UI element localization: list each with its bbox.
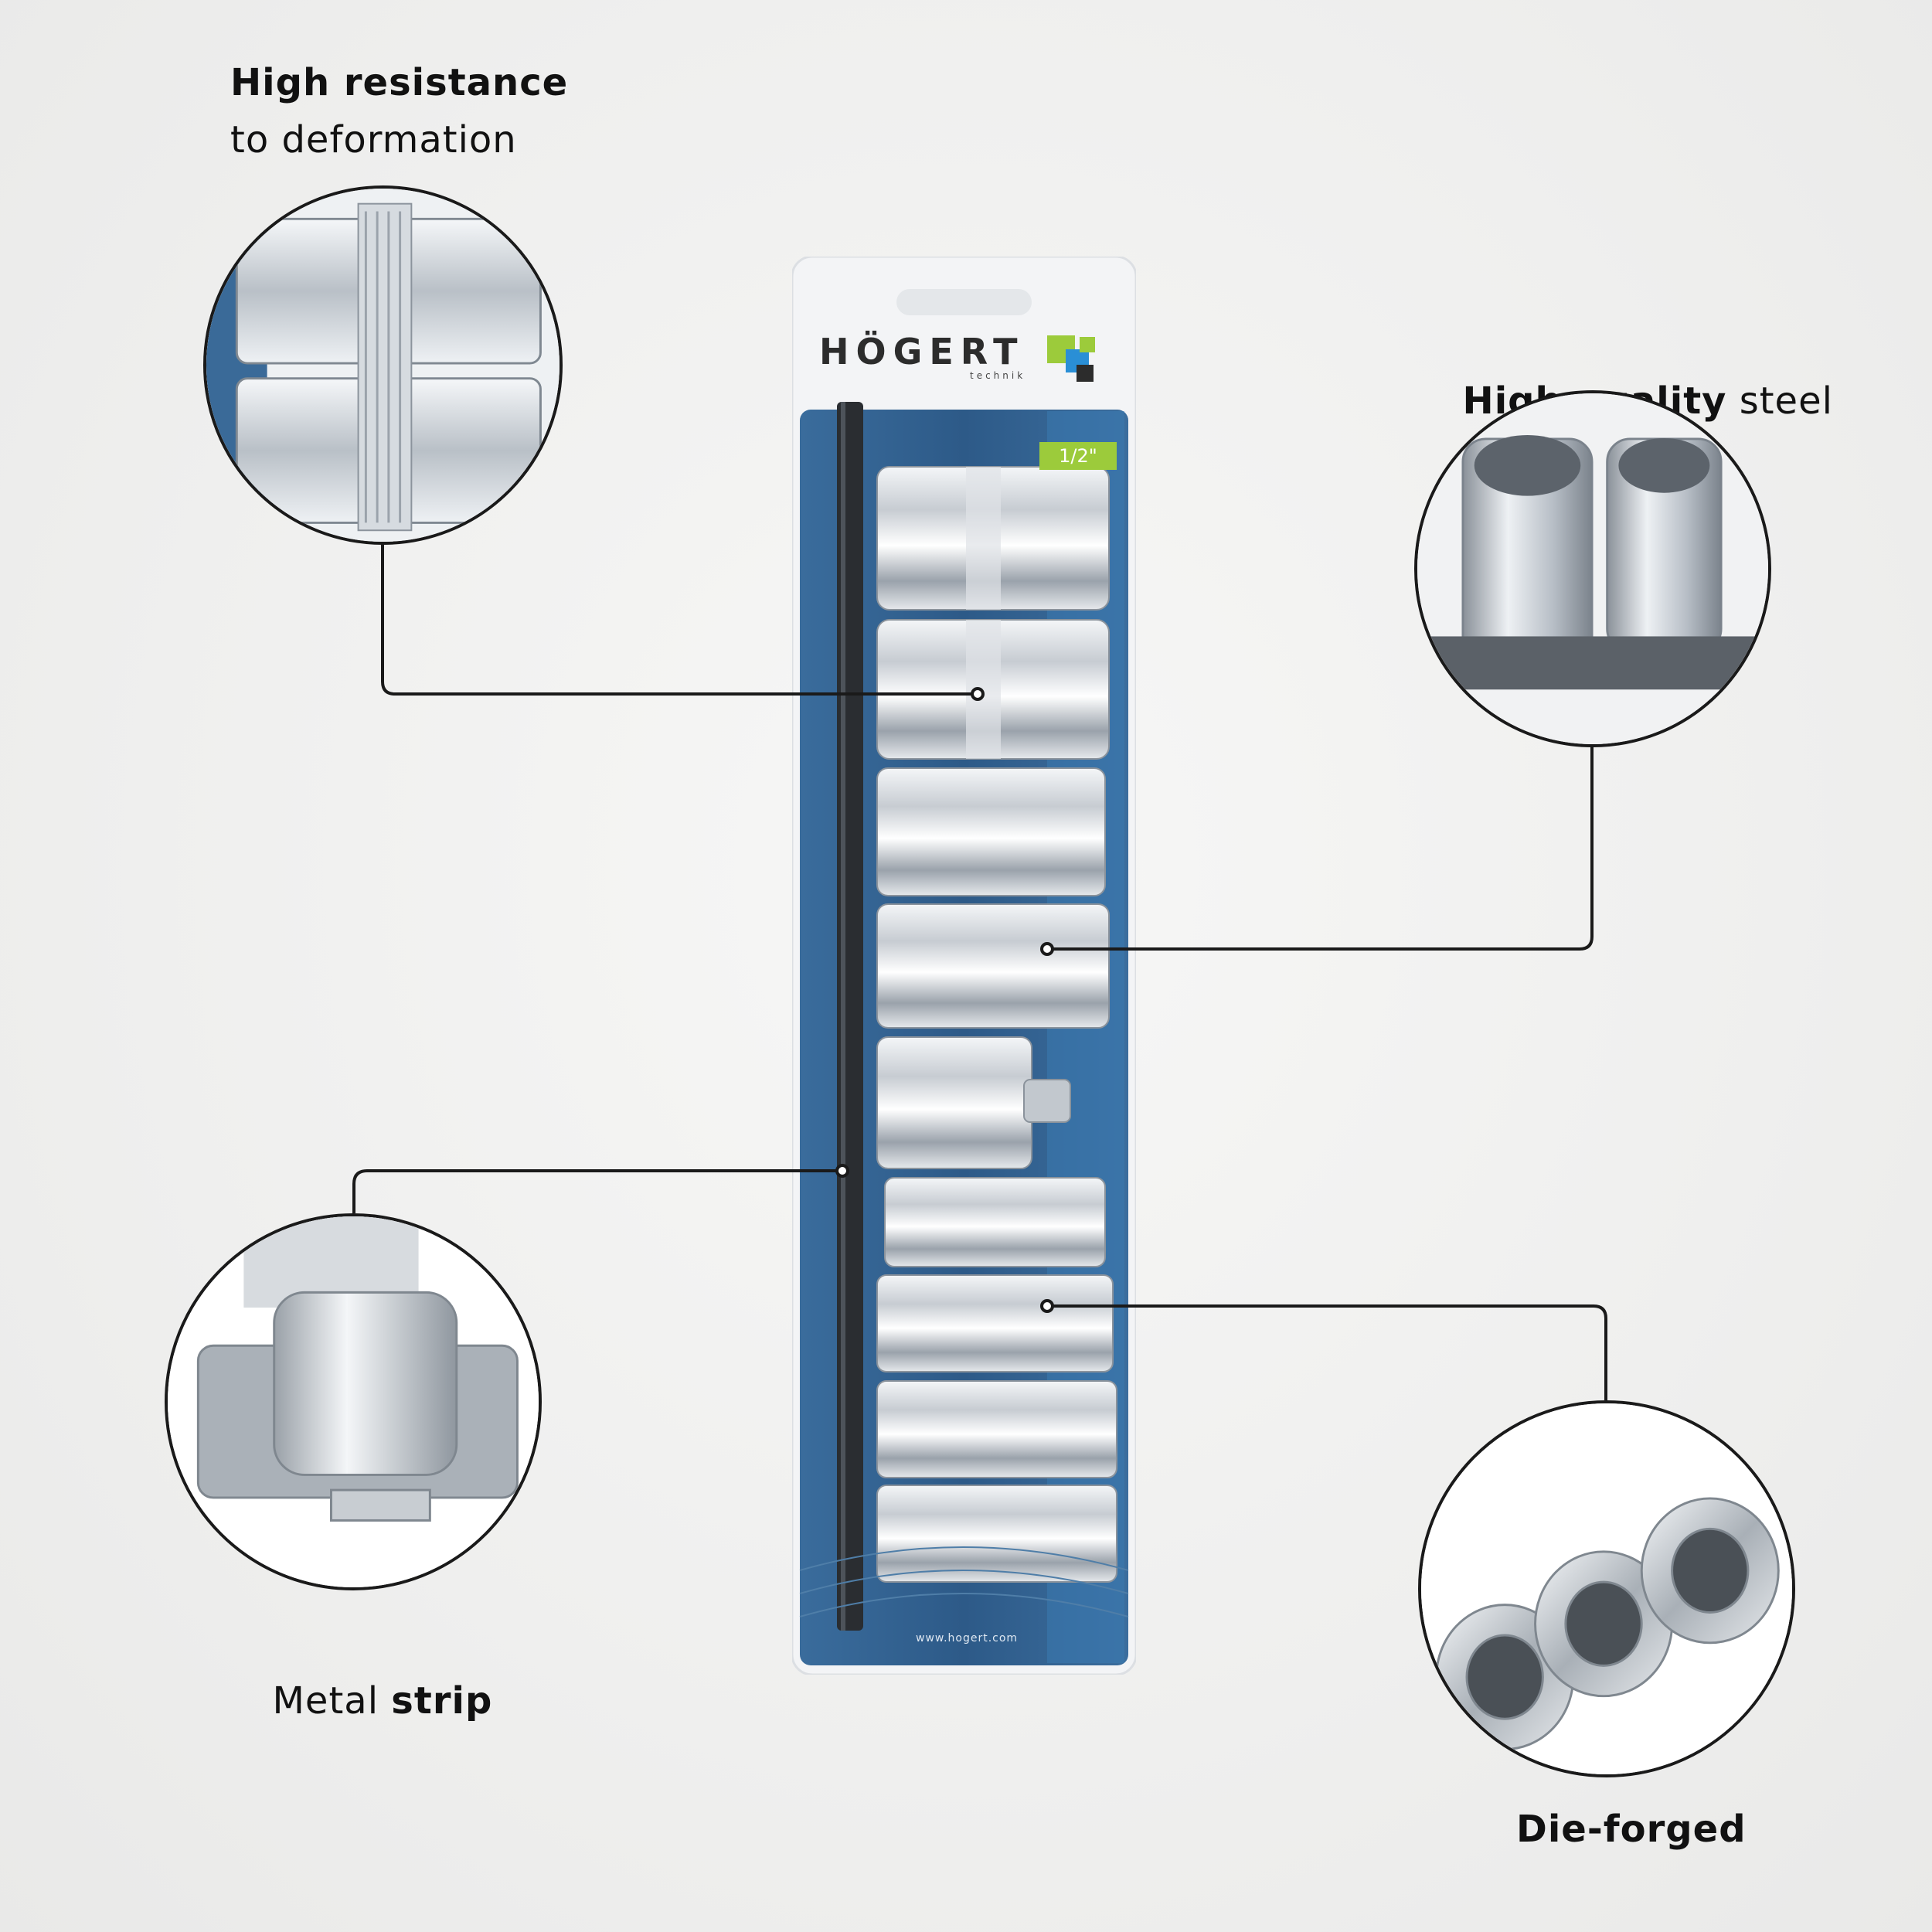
feature-label-strip-prefix: Metal [272,1679,392,1723]
zoom-quality-image [1417,393,1768,744]
feature-label-resistance: High resistance to deformation [230,54,568,169]
size-badge: 1/2" [1039,442,1117,470]
connector-strip [352,1169,841,1213]
connector-dot-strip [835,1164,849,1178]
connector-dot-quality [1040,942,1054,956]
product-package-graphic [792,257,1136,1675]
connector-dot-forged [1040,1299,1054,1313]
feature-label-resistance-sub: to deformation [230,118,517,162]
feature-label-strip: Metal strip [247,1615,492,1730]
zoom-circle-resistance [203,185,563,545]
brand-subtitle: technik [970,370,1026,381]
feature-label-resistance-title: High resistance [230,61,569,104]
zoom-circle-strip [165,1213,542,1590]
feature-label-strip-title: strip [391,1679,493,1723]
zoom-resistance-image [206,189,560,542]
connector-dot-resistance [971,687,985,701]
feature-label-forged-title: Die-forged [1516,1808,1747,1851]
product-package [792,257,1136,1675]
brand-logo: HÖGERT [819,331,1025,372]
connector-quality [1047,746,1594,951]
socket-row [876,466,1117,1583]
zoom-circle-quality [1414,390,1771,747]
website-url: www.hogert.com [916,1632,1019,1645]
zoom-strip-image [168,1216,539,1587]
feature-label-quality-sub: steel [1726,379,1833,423]
feature-label-forged: Die-forged [1516,1801,1747,1858]
zoom-circle-forged [1418,1400,1795,1777]
zoom-forged-image [1421,1403,1792,1774]
connector-forged [1047,1304,1607,1400]
connector-resistance [381,541,976,696]
